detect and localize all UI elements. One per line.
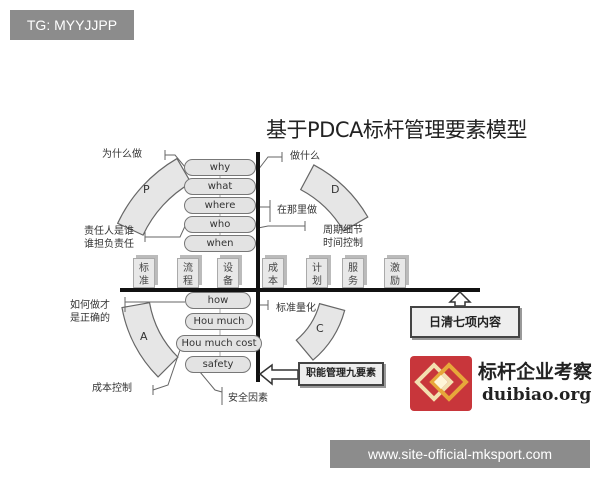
- label-when-2: 时间控制: [323, 238, 363, 249]
- cube-standard: 标准: [133, 258, 155, 288]
- arc-c: [295, 302, 346, 361]
- arc-p: [116, 157, 192, 236]
- pill-how-much: Hou much: [185, 313, 253, 330]
- cube-process: 流程: [177, 258, 199, 288]
- phase-p: P: [143, 183, 150, 196]
- arc-a: [121, 302, 179, 378]
- label-how-2: 是正确的: [70, 313, 110, 324]
- left-arrow: [258, 363, 299, 386]
- daily-seven-items-box: 日清七项内容: [410, 306, 520, 338]
- cube-cost: 成本: [262, 258, 284, 288]
- pill-when: when: [184, 235, 256, 252]
- label-cost: 成本控制: [92, 383, 132, 394]
- leader-line-when: [257, 225, 305, 229]
- label-why-do: 为什么做: [102, 149, 142, 160]
- label-where-do: 在那里做: [277, 205, 317, 216]
- pill-safety: safety: [185, 356, 251, 373]
- label-safety: 安全因素: [228, 393, 268, 404]
- label-what-do: 做什么: [290, 151, 320, 162]
- pill-how: how: [185, 292, 251, 309]
- up-arrow: [448, 290, 472, 307]
- phase-a: A: [140, 330, 148, 343]
- label-who-1: 责任人是谁: [84, 226, 134, 237]
- label-how-much: 标准量化: [276, 303, 316, 314]
- leader-line-safety: [199, 371, 223, 393]
- phase-c: C: [316, 322, 324, 335]
- leader-line-what: [257, 156, 282, 171]
- logo-domain: duibiao.org: [482, 385, 592, 405]
- pill-where: where: [184, 197, 256, 214]
- label-who-2: 谁担负责任: [84, 239, 134, 250]
- cube-incentive: 激励: [384, 258, 406, 288]
- label-when-1: 周期细节: [323, 225, 363, 236]
- arc-d: [299, 164, 369, 232]
- cube-equipment: 设备: [217, 258, 239, 288]
- nine-elements-box: 职能管理九要素: [298, 362, 384, 386]
- leader-line-why: [165, 154, 186, 168]
- diagram-title: 基于PDCA标杆管理要素模型: [266, 118, 527, 142]
- leader-line-who: [145, 223, 187, 238]
- pill-what: what: [184, 178, 256, 195]
- logo-name: 标杆企业考察: [478, 361, 593, 383]
- pill-why: why: [184, 159, 256, 176]
- phase-d: D: [331, 183, 340, 196]
- cube-service: 服务: [342, 258, 364, 288]
- pill-who: who: [184, 216, 256, 233]
- leader-line-cost: [152, 349, 181, 391]
- tag-label: TG: MYYJJPP: [10, 10, 134, 40]
- watermark: www.site-official-mksport.com: [330, 440, 590, 468]
- label-how-1: 如何做才: [70, 300, 110, 311]
- cube-plan: 计划: [306, 258, 328, 288]
- pill-how-much-cost: Hou much cost: [176, 335, 262, 352]
- logo-mark: [410, 356, 472, 411]
